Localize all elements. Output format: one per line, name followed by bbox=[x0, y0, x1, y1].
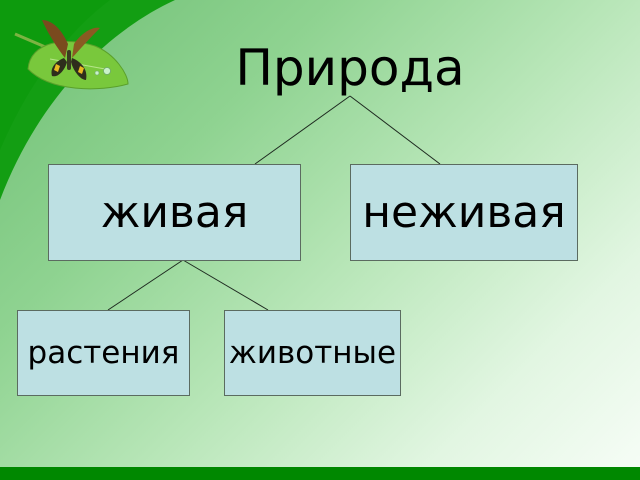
butterfly-on-leaf-icon bbox=[10, 14, 130, 94]
bottom-accent-bar bbox=[0, 467, 640, 480]
diagram-title: Природа bbox=[235, 39, 465, 97]
node-plants-label: растения bbox=[27, 335, 180, 371]
node-animals-label: животные bbox=[228, 335, 397, 371]
node-animals: животные bbox=[224, 310, 401, 396]
node-nonliving: неживая bbox=[350, 164, 578, 261]
node-living: живая bbox=[48, 164, 301, 261]
node-living-label: живая bbox=[100, 187, 249, 238]
node-plants: растения bbox=[17, 310, 190, 396]
node-nonliving-label: неживая bbox=[362, 187, 566, 238]
